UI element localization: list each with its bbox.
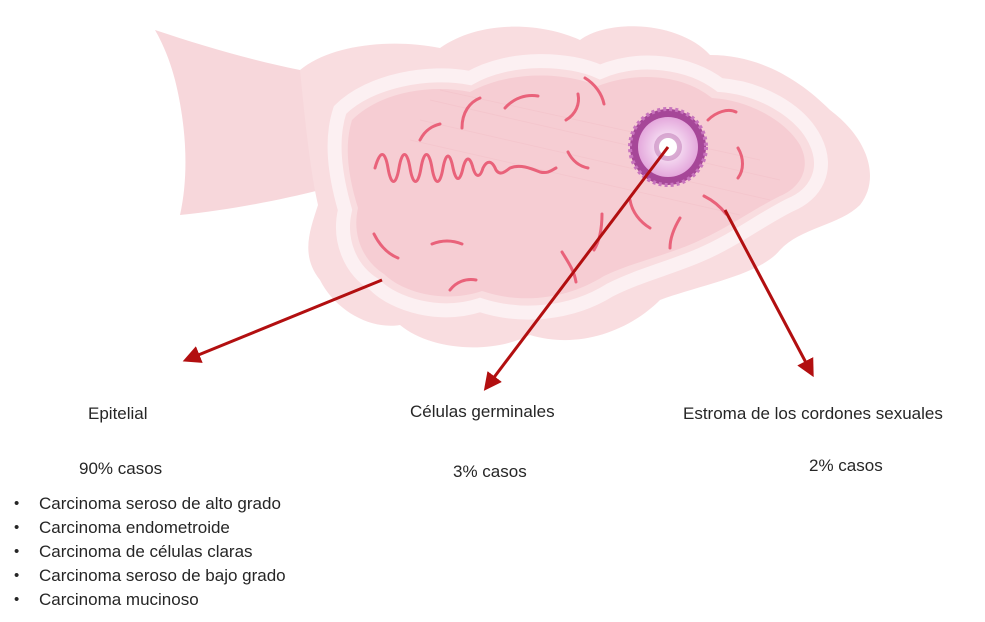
label-epitelial: Epitelial	[88, 404, 148, 424]
frequency-epitelial: 90% casos	[79, 459, 162, 479]
frequency-germinales: 3% casos	[453, 462, 527, 482]
label-germinales: Células germinales	[410, 402, 555, 422]
ligament-shape	[155, 30, 330, 215]
list-item: •Carcinoma seroso de bajo grado	[14, 564, 286, 588]
label-estroma: Estroma de los cordones sexuales	[683, 404, 943, 424]
list-item: •Carcinoma endometroide	[14, 516, 286, 540]
list-item: •Carcinoma de células claras	[14, 540, 286, 564]
bullet-icon: •	[14, 564, 39, 588]
bullet-icon: •	[14, 540, 39, 564]
list-item: •Carcinoma seroso de alto grado	[14, 492, 286, 516]
epithelial-subtype-list: •Carcinoma seroso de alto grado •Carcino…	[14, 492, 286, 612]
list-item: •Carcinoma mucinoso	[14, 588, 286, 612]
bullet-icon: •	[14, 516, 39, 540]
arrow-epitelial	[186, 280, 382, 360]
frequency-estroma: 2% casos	[809, 456, 883, 476]
bullet-icon: •	[14, 588, 39, 612]
bullet-icon: •	[14, 492, 39, 516]
